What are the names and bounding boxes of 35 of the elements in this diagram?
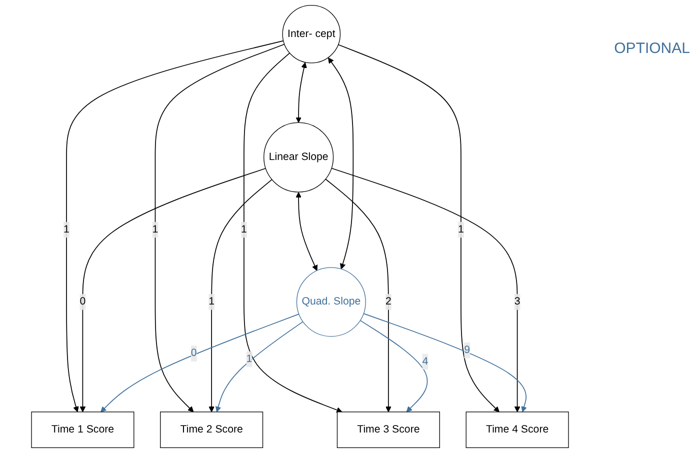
optional-note: OPTIONAL	[614, 40, 690, 57]
arrow	[100, 314, 300, 412]
arrow	[80, 168, 266, 412]
arrow	[154, 44, 285, 412]
edge-label: 1	[458, 224, 464, 236]
edge-label: 1	[64, 224, 70, 236]
edge-label: 4	[422, 356, 428, 368]
arrow	[328, 58, 354, 270]
arrow	[296, 192, 318, 271]
arrow	[363, 313, 527, 412]
arrow	[244, 52, 342, 413]
arrow	[338, 44, 500, 412]
edge-label: 1	[246, 353, 252, 364]
arrow	[360, 320, 428, 412]
node-circle: Inter- cept	[282, 4, 341, 64]
edge-label: 1	[152, 224, 158, 236]
node-circle: Quad. Slope	[296, 267, 366, 337]
arrow	[215, 321, 304, 412]
arrow	[208, 179, 272, 412]
arrow	[66, 40, 284, 412]
edge-label: 1	[208, 296, 215, 308]
edge-label: 9	[464, 344, 470, 356]
edge-label: 0	[80, 296, 86, 308]
node-box: Time 2 Score	[160, 412, 264, 448]
node-box: Time 4 Score	[466, 412, 569, 448]
arrow	[331, 168, 520, 412]
edge-label: 3	[514, 296, 520, 308]
arrow	[325, 178, 392, 412]
arrow	[296, 62, 307, 123]
edge-label: 2	[385, 296, 392, 308]
edge-label: 0	[190, 348, 197, 359]
node-box: Time 3 Score	[336, 412, 440, 448]
node-box: Time 1 Score	[31, 412, 134, 448]
node-circle: Linear Slope	[264, 122, 334, 192]
edge-label: 1	[241, 224, 247, 236]
